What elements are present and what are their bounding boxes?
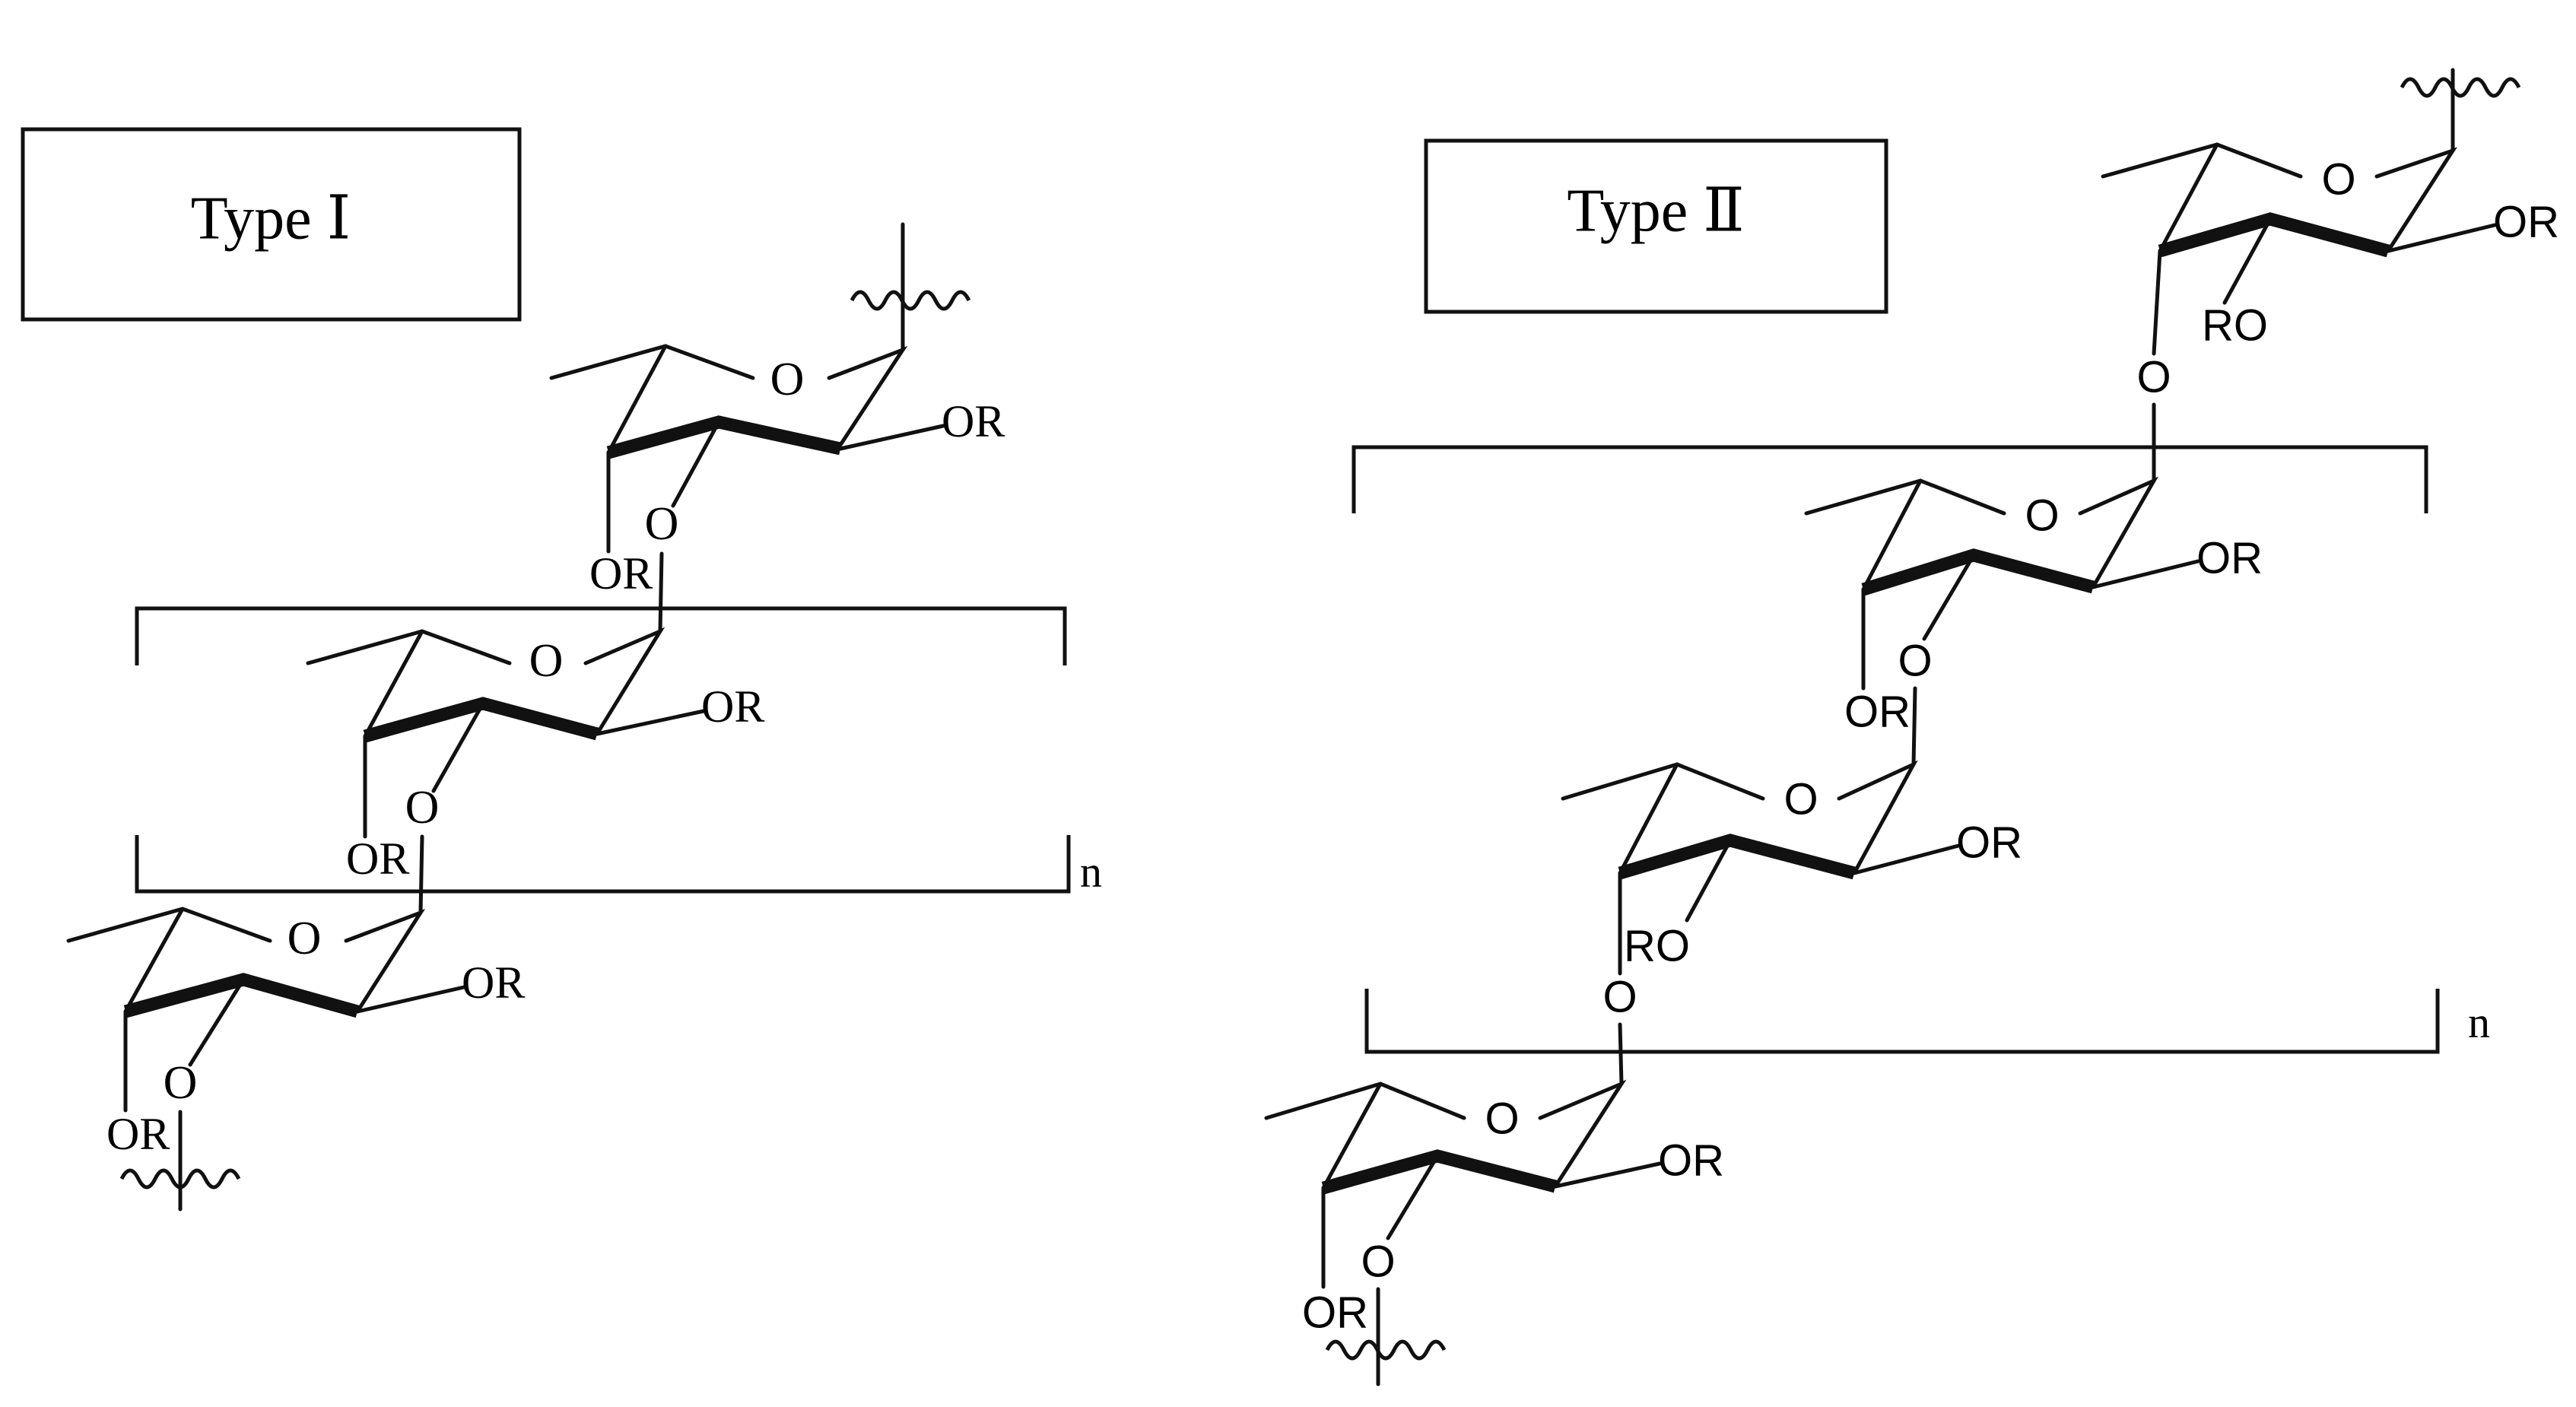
type2-ring-2-c2-bond <box>2091 559 2200 589</box>
type2-ring-3-to-ring-4-link <box>1618 1022 1624 1086</box>
type2-ring-1-bold-front-edge <box>2158 212 2390 258</box>
type1-ring-2-c2-bond <box>595 709 706 736</box>
type1-ring-2-o-bond <box>583 627 665 736</box>
type2-ring-3-o-bond <box>1837 760 1918 875</box>
type2-ring-3-c2-bond <box>1852 843 1961 875</box>
type1-ring-1-c3-bond <box>671 420 721 508</box>
type1-ring-1-c2-substituent: OR <box>942 396 1005 446</box>
type2-ring-1-c4-bond <box>2152 249 2162 356</box>
type2-ring-4-c3-bond <box>1386 1154 1440 1240</box>
type1-ring-2-c2-substituent: OR <box>701 681 764 732</box>
type1-ring-1-glycosidic-oxygen: O <box>645 498 679 550</box>
type1-ring-1-c2-bond <box>838 424 945 451</box>
type2-ring-4-c2-bond <box>1553 1161 1662 1189</box>
type1-ring-3-ring-oxygen: O <box>287 913 322 964</box>
type2-ring-2-c3-bond <box>1922 553 1976 641</box>
type2-ring-2: O OR OR O <box>1804 476 2263 767</box>
type1-ring-3-o-bond <box>344 909 426 1014</box>
type1-structure: Type Ⅰ O OR OR O O <box>21 127 1102 1212</box>
type2-ring-3-ring-oxygen: O <box>1784 774 1818 824</box>
type1-title-box <box>21 127 522 322</box>
type2-ring-4-c2-substituent: OR <box>1658 1135 1724 1185</box>
type2-ring-3-glycosidic-oxygen: O <box>1602 972 1637 1021</box>
type1-upper-bracket <box>135 606 1067 665</box>
type2-ring-3-c3-bond <box>1685 838 1733 923</box>
type1-top-terminal-wavy-line <box>850 290 971 311</box>
type2-ring-2-to-ring-3-link <box>1911 686 1917 767</box>
type2-lower-bracket <box>1364 989 2440 1054</box>
type1-ring-3-c4-left <box>123 907 185 1014</box>
type1-ring-3: O OR OR O <box>66 907 525 1212</box>
type1-ring-3-c3-bond <box>188 977 246 1067</box>
type2-ring-2-glycosidic-oxygen: O <box>1898 636 1932 685</box>
type2-ring-4-ring-oxygen: O <box>1485 1094 1519 1143</box>
type2-ring-2-bold-front-edge <box>1861 548 2095 596</box>
type2-ring-3: O OR RO O <box>1561 760 2022 1086</box>
type2-title-box <box>1424 138 1888 314</box>
type1-ring-1-c4-left <box>606 344 668 455</box>
type2-structure: Type Ⅱ O OR RO O O <box>1264 68 2559 1386</box>
type1-ring-2-to-ring-3-link <box>418 834 424 915</box>
type2-ring-4-glycosidic-oxygen: O <box>1361 1237 1395 1286</box>
type1-title: Type Ⅰ <box>191 185 351 252</box>
type2-repeat-index: n <box>2468 997 2490 1047</box>
type2-ring-2-c4-substituent: OR <box>1844 687 1911 736</box>
type2-ring-3-c2-substituent: OR <box>1956 818 2022 867</box>
type1-ring-1-to-ring-2-link <box>658 551 664 634</box>
type2-ring-4-c4-substituent: OR <box>1302 1288 1368 1337</box>
type2-ring-1: O OR RO O <box>2101 142 2559 483</box>
type2-ring-4-c4-left <box>1321 1081 1383 1190</box>
type1-ring-2-c3-bond <box>431 701 485 793</box>
type1-bottom-terminal-wavy-line <box>119 1168 241 1189</box>
type2-ring-1-c4-left <box>2158 142 2219 253</box>
type2-ring-1-c2-bond <box>2386 223 2497 253</box>
type2-ring-2-c4-left <box>1861 478 1923 592</box>
type2-bottom-terminal-wavy-line <box>1325 1339 1447 1361</box>
type2-ring-1-c3-substituent: RO <box>2202 300 2268 350</box>
type2-ring-1-o-bond <box>2374 147 2457 253</box>
type2-ring-4: O OR OR O <box>1264 1079 1724 1386</box>
type1-lower-bracket <box>135 835 1071 894</box>
type1-repeat-index: n <box>1080 846 1102 896</box>
type2-upper-bracket <box>1352 445 2428 513</box>
type2-top-terminal-wavy-line <box>2400 77 2521 98</box>
type2-ring-3-c4-left <box>1618 762 1679 875</box>
type1-ring-1-ring-oxygen: O <box>770 354 805 405</box>
type2-ring-1-c2-substituent: OR <box>2493 197 2559 246</box>
type2-ring-4-bold-front-edge <box>1321 1149 1558 1195</box>
type2-title: Type Ⅱ <box>1567 177 1744 244</box>
type1-ring-1-bold-front-edge <box>606 415 842 459</box>
type1-ring-1-o-bond <box>827 345 908 447</box>
type2-ring-3-c3-substituent: RO <box>1624 921 1690 970</box>
type1-ring-2-glycosidic-oxygen: O <box>405 782 440 834</box>
type1-ring-1: O OR OR O <box>549 344 1005 634</box>
type1-ring-2: O OR OR O <box>306 627 764 915</box>
type1-ring-3-c2-bond <box>355 985 466 1014</box>
type2-ring-2-o-bond <box>2078 476 2158 589</box>
type2-ring-2-ring-oxygen: O <box>2025 491 2059 540</box>
type1-ring-3-glycosidic-oxygen: O <box>164 1057 198 1109</box>
type2-ring-3-bold-front-edge <box>1618 834 1857 880</box>
type2-ring-2-c2-substituent: OR <box>2196 533 2263 583</box>
type2-ring-1-ring-oxygen: O <box>2321 154 2355 204</box>
type1-ring-2-c4-left <box>363 629 424 738</box>
type2-ring-1-glycosidic-oxygen: O <box>2136 352 2171 402</box>
type1-ring-1-c4-substituent: OR <box>589 548 653 599</box>
type2-ring-4-o-bond <box>1538 1079 1627 1189</box>
type1-ring-3-c4-substituent: OR <box>106 1109 170 1159</box>
type1-ring-2-c4-substituent: OR <box>346 834 409 884</box>
type1-ring-3-c2-substituent: OR <box>462 958 525 1008</box>
type2-ring-1-c3-bond <box>2222 217 2273 305</box>
type1-ring-2-ring-oxygen: O <box>529 635 564 687</box>
